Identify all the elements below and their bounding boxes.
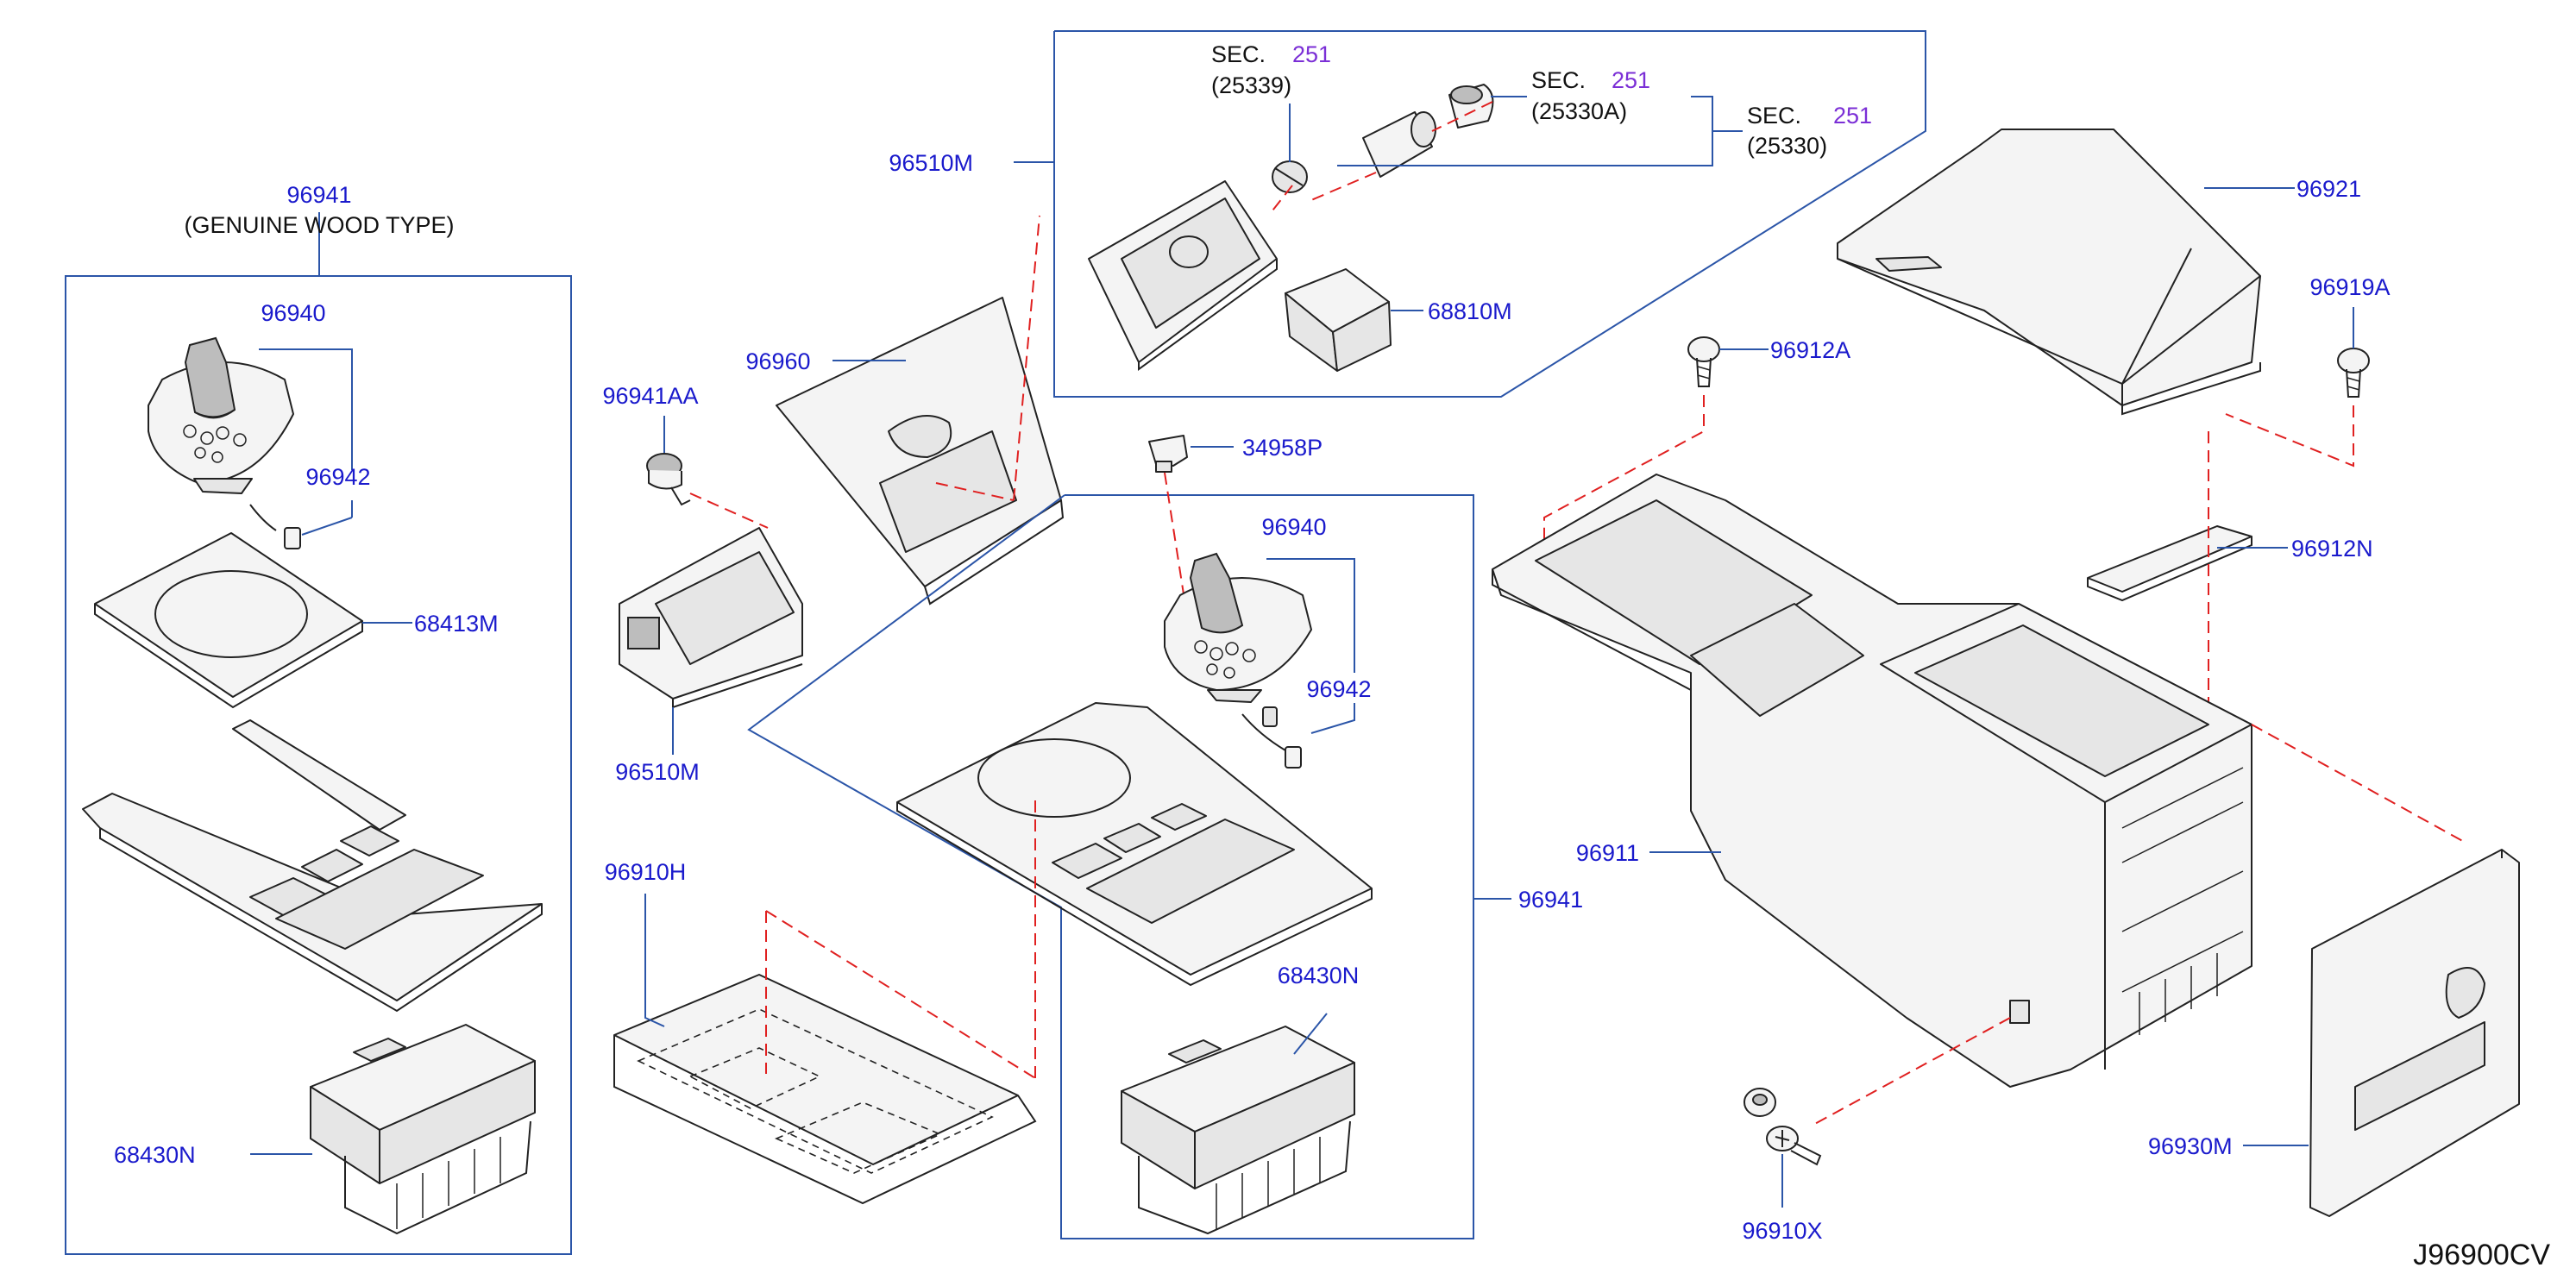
label-96912A[interactable]: 96912A [1770, 337, 1850, 363]
bulb-34958P[interactable] [1148, 435, 1188, 473]
label-34958P[interactable]: 34958P [1242, 435, 1323, 461]
sec-num-25330[interactable]: 251 [1833, 103, 1872, 129]
screw-96919A[interactable] [2337, 348, 2370, 398]
screw-96912A[interactable] [1687, 336, 1720, 387]
bulb-socket-mid[interactable] [1241, 706, 1302, 769]
sec-label-25339: SEC. [1211, 41, 1266, 67]
label-68430N-left[interactable]: 68430N [114, 1142, 196, 1168]
sec-label-25330: SEC. [1747, 103, 1801, 129]
label-96510M-top[interactable]: 96510M [889, 150, 973, 176]
label-96919A[interactable]: 96919A [2309, 274, 2390, 300]
clip-96941AA[interactable] [646, 453, 691, 506]
bulb-socket-left[interactable] [249, 504, 301, 549]
wood-plate-part[interactable] [94, 532, 363, 709]
label-68810M[interactable]: 68810M [1428, 298, 1512, 324]
power-outlet-68810M[interactable] [1285, 268, 1392, 372]
genuine-wood-type-note: (GENUINE WOOD TYPE) [184, 212, 454, 238]
display-bracket-96510M[interactable] [619, 527, 803, 709]
lighter-element[interactable] [1362, 84, 1494, 178]
label-96910X[interactable]: 96910X [1742, 1218, 1822, 1244]
label-96941-mid[interactable]: 96941 [1518, 887, 1583, 913]
bracket-96912N[interactable] [2087, 525, 2252, 602]
label-96930M[interactable]: 96930M [2148, 1133, 2233, 1159]
drawing-code: J96900CV [2413, 1239, 2550, 1271]
clip-96910X[interactable] [1744, 1088, 1822, 1166]
label-96942-mid[interactable]: 96942 [1306, 676, 1371, 702]
label-96510M-bottom[interactable]: 96510M [615, 759, 700, 785]
rear-finisher-96930M[interactable] [2309, 849, 2520, 1217]
label-96960[interactable]: 96960 [745, 348, 810, 374]
storage-box-left[interactable] [310, 1024, 536, 1235]
console-finisher-panel[interactable] [896, 702, 1373, 987]
sec-code-25330: (25330) [1747, 133, 1827, 159]
lighter-socket[interactable] [1272, 160, 1308, 193]
center-bezel-96960[interactable] [776, 297, 1065, 605]
sec-num-25330A[interactable]: 251 [1612, 67, 1650, 93]
sec-code-25339: (25339) [1211, 72, 1291, 98]
label-96941-top[interactable]: 96941 [286, 182, 351, 208]
sec-num-25339[interactable]: 251 [1292, 41, 1331, 67]
label-96941AA[interactable]: 96941AA [602, 383, 698, 409]
shift-indicator-part-left[interactable] [148, 336, 294, 494]
lighter-group: 96510M SEC. 251 (25339) SEC. 251 (25330A… [889, 30, 1926, 398]
label-96912N[interactable]: 96912N [2291, 536, 2373, 562]
sec-label-25330A: SEC. [1531, 67, 1586, 93]
storage-box-mid[interactable] [1121, 1026, 1355, 1235]
label-96942-left[interactable]: 96942 [305, 464, 370, 490]
label-96911[interactable]: 96911 [1576, 840, 1639, 866]
label-68413M[interactable]: 68413M [414, 611, 499, 637]
genuine-wood-group: 96941 (GENUINE WOOD TYPE) 96940 96942 [65, 182, 572, 1255]
insulator-96910H[interactable] [613, 974, 1037, 1205]
sec-code-25330A: (25330A) [1531, 98, 1627, 124]
label-96921[interactable]: 96921 [2296, 176, 2361, 202]
lighter-bracket[interactable] [1088, 180, 1278, 371]
label-96940-mid[interactable]: 96940 [1261, 514, 1326, 540]
label-68430N-mid[interactable]: 68430N [1278, 963, 1360, 988]
label-96910H[interactable]: 96910H [605, 859, 687, 885]
shift-indicator-part-mid[interactable] [1164, 552, 1312, 703]
console-trim-panel-left[interactable] [82, 719, 543, 1013]
armrest-lid-96921[interactable] [1837, 129, 2261, 416]
label-96940-left[interactable]: 96940 [261, 300, 325, 326]
console-box-96911[interactable] [1492, 474, 2252, 1088]
console-finisher-group: 96941 34958P 96940 96942 [747, 435, 1583, 1239]
